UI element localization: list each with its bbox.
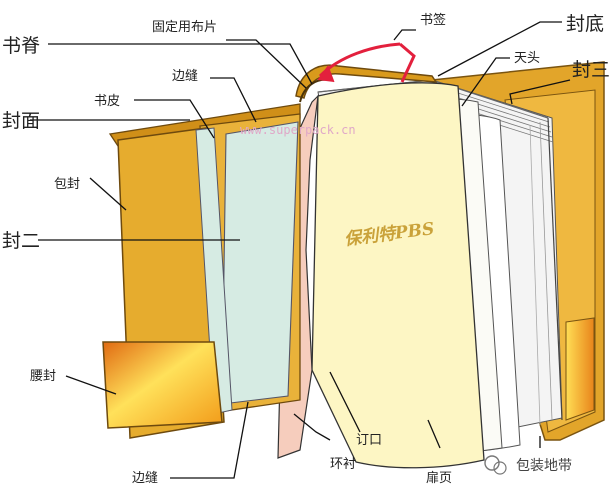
label-bookmark: 书签	[420, 12, 446, 28]
label-back-cover: 封底	[566, 13, 604, 35]
label-head: 天头	[514, 51, 540, 66]
wechat-icon	[484, 455, 500, 471]
label-flyleaf: 扉页	[426, 470, 452, 486]
label-front-cover: 封面	[2, 110, 40, 132]
label-cover3: 封三	[572, 59, 610, 81]
footer-watermark-text: 包装地带	[516, 458, 572, 474]
label-wrap: 包封	[54, 177, 80, 192]
leader-lines	[30, 21, 571, 479]
label-endpaper: 环衬	[330, 457, 356, 472]
watermark-url: www.superpack.cn	[240, 123, 356, 137]
label-edge-bottom: 边缝	[132, 471, 158, 486]
label-spine: 书脊	[2, 35, 40, 57]
bookmark-ribbon	[317, 42, 416, 83]
label-binding: 订口	[356, 433, 382, 448]
label-cloth-strip: 固定用布片	[152, 20, 217, 35]
label-cover2: 封二	[2, 230, 40, 252]
footer-watermark: 包装地带	[484, 455, 572, 475]
label-leather: 书皮	[94, 94, 120, 109]
waist-band	[102, 341, 223, 429]
label-edge-top: 边缝	[172, 69, 198, 84]
label-waist-band: 腰封	[30, 369, 56, 384]
flyleaf-page	[311, 82, 485, 469]
